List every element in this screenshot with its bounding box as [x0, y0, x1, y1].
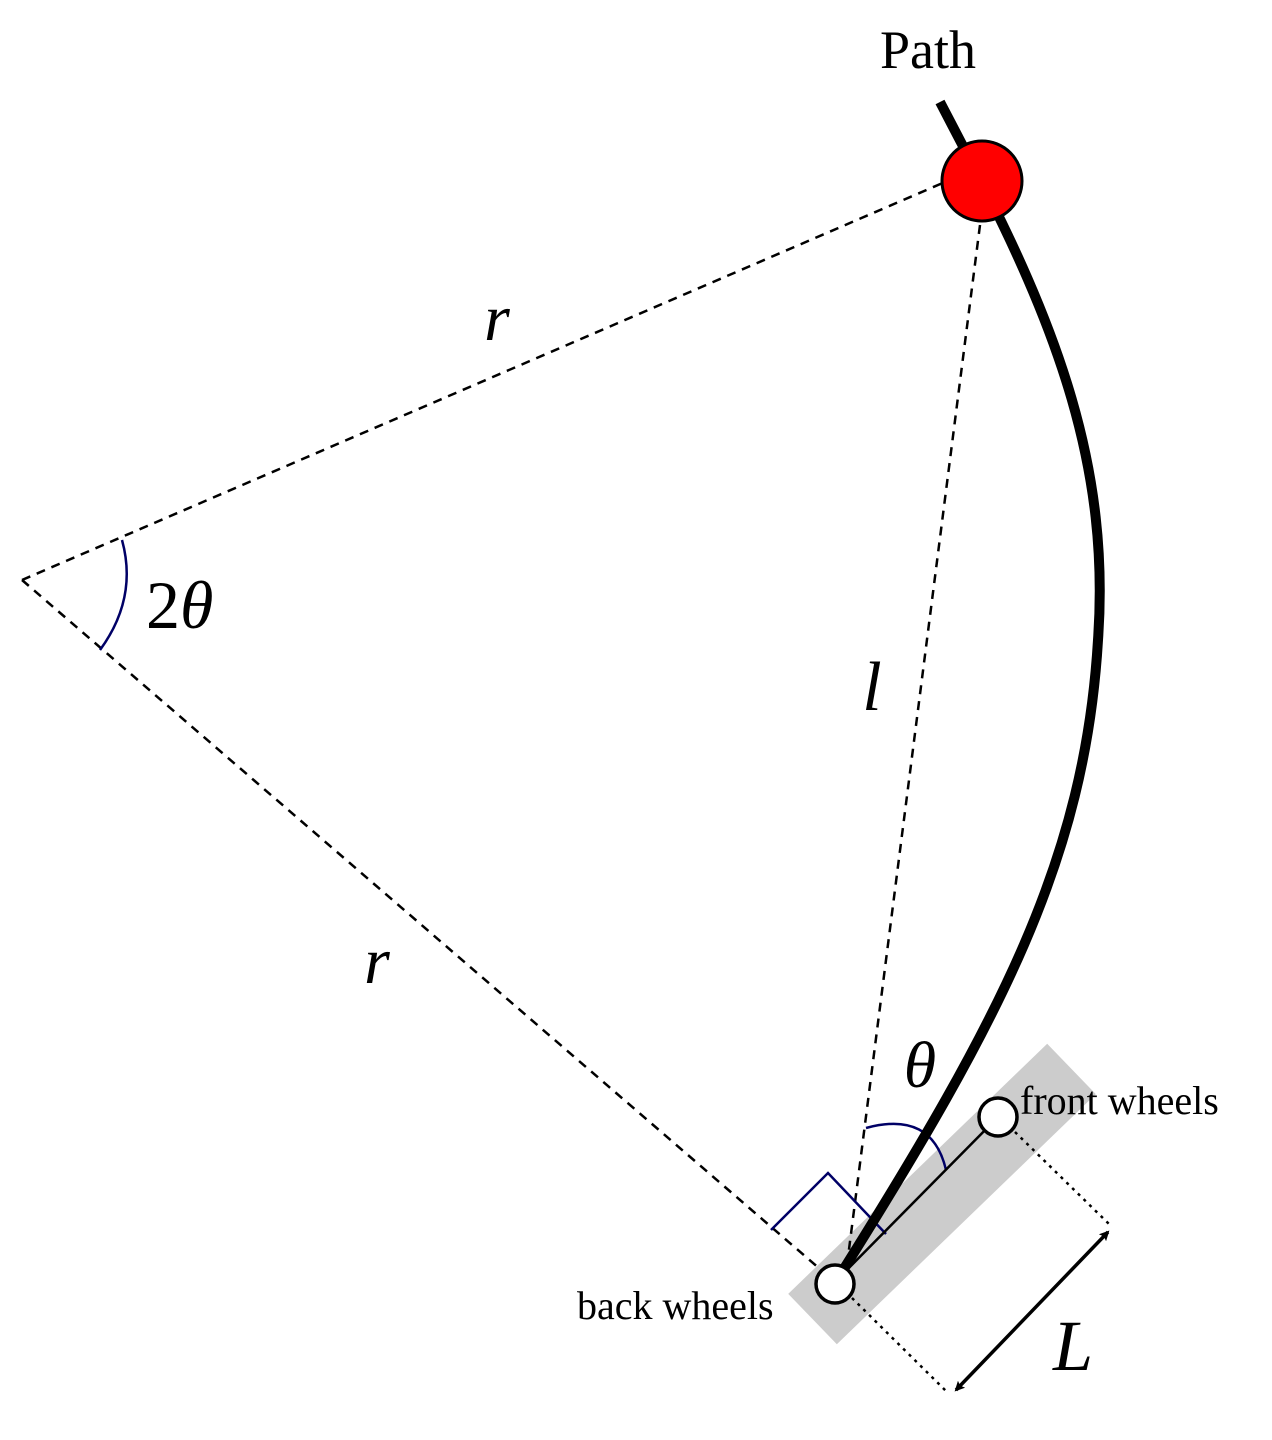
- path-label: Path: [880, 20, 976, 80]
- lookahead-line: [845, 224, 982, 1266]
- radius-line-bottom: [21, 579, 836, 1283]
- vehicle-body: [788, 1043, 1096, 1345]
- double-angle-label: 2θ: [146, 567, 213, 643]
- double-angle-arc: [98, 539, 128, 651]
- right-angle-marker: [770, 1171, 887, 1235]
- back-wheels-marker: [814, 1263, 856, 1305]
- radius-label-bottom: r: [364, 925, 390, 998]
- lookahead-label: l: [862, 649, 881, 726]
- double-angle-digit: 2: [146, 567, 180, 643]
- wheelbase-label: L: [1052, 1306, 1093, 1386]
- front-wheels-marker: [977, 1096, 1019, 1138]
- wheelbase-arrow: [954, 1230, 1110, 1392]
- double-angle-symbol: θ: [180, 567, 213, 643]
- back-wheels-label: back wheels: [577, 1283, 774, 1328]
- path-curve: [835, 99, 1105, 1278]
- radius-label-top: r: [484, 282, 510, 355]
- goal-point: [940, 139, 1024, 223]
- angle-arc: [865, 1122, 948, 1171]
- angle-label: θ: [904, 1029, 936, 1102]
- radius-line-top: [21, 180, 946, 582]
- wheelbase-extension-front: [1014, 1131, 1111, 1226]
- chassis-line: [834, 1116, 999, 1283]
- front-wheels-label: front wheels: [1020, 1078, 1219, 1123]
- wheelbase-extension-back: [851, 1297, 949, 1394]
